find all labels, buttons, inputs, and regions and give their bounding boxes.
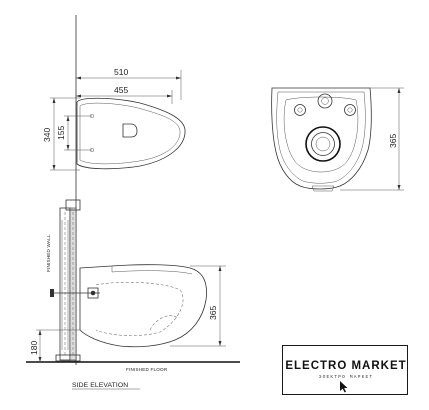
dim-155-label: 155 <box>56 126 66 140</box>
logo-tagline: ЭЛЕКТРО МАРКЕТ <box>318 375 374 380</box>
front-bolt-left <box>294 104 306 116</box>
dim-front-365-label: 365 <box>388 134 398 148</box>
carrier-foot <box>55 354 81 362</box>
side-elevation-view: 365 180 FINISHED WALL FINISHED FLOOR SID… <box>26 199 240 390</box>
cursor-icon <box>340 381 348 393</box>
top-bowl-outline <box>76 97 186 170</box>
front-view: 365 <box>271 87 404 192</box>
front-bowl-outline <box>271 87 372 190</box>
front-outlet <box>305 126 341 162</box>
finished-floor-label: FINISHED FLOOR <box>126 367 168 372</box>
side-bowl-outline <box>79 264 207 348</box>
electro-market-logo: ELECTRO MARKET ЭЛЕКТРО МАРКЕТ <box>282 345 408 395</box>
dim-side-365-label: 365 <box>208 306 218 320</box>
finished-wall-label: FINISHED WALL <box>46 234 51 272</box>
carrier-top-bracket <box>65 199 81 211</box>
dim-455-label: 455 <box>114 85 128 95</box>
side-elevation-caption: SIDE ELEVATION <box>72 382 128 389</box>
outlet-icon <box>122 123 138 138</box>
logo-title: ELECTRO MARKET <box>285 360 407 372</box>
top-plan-view: 510 455 340 155 <box>42 15 186 365</box>
front-inlet <box>317 93 333 109</box>
front-bolt-right <box>344 104 356 116</box>
dim-510-label: 510 <box>114 67 128 77</box>
dim-340-label: 340 <box>42 128 52 142</box>
dim-180-label: 180 <box>29 341 39 355</box>
